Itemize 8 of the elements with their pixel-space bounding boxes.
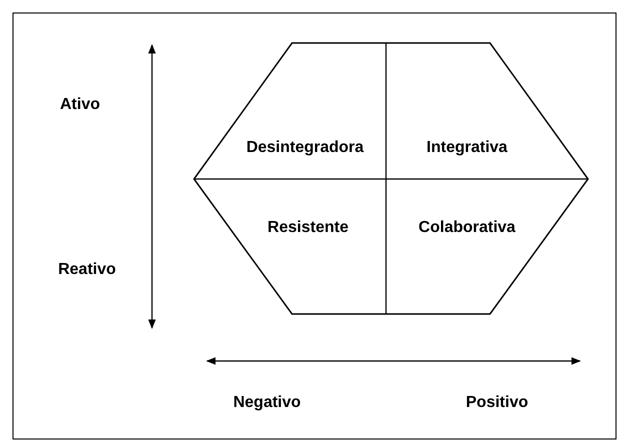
quadrant-label: Integrativa [426, 139, 508, 157]
quadrant-label: Colaborativa [418, 219, 516, 237]
quadrant-label: Resistente [268, 219, 348, 237]
axis-label: Positivo [466, 394, 528, 412]
axis-label: Reativo [58, 261, 116, 279]
quadrant-label: Desintegradora [246, 139, 364, 157]
axis-label: Negativo [233, 394, 301, 412]
axis-label: Ativo [60, 96, 100, 114]
